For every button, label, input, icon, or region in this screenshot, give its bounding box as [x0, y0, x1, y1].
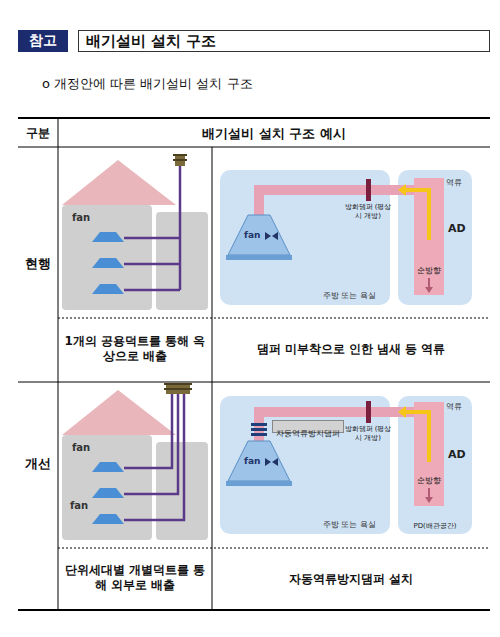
- damper-label-box: 자동역류방지댐퍼: [272, 420, 344, 433]
- duct-connector: [390, 185, 398, 195]
- label-text: fan: [244, 456, 260, 467]
- node-text: 주방 또는 욕실: [323, 290, 376, 301]
- label-text: 방화댐퍼 (평상시 개방): [343, 203, 393, 221]
- node-text: 자동역류방지댐퍼: [273, 428, 343, 439]
- shaft-region: AD PD(배관공간): [398, 396, 472, 534]
- label-text: 1개의 공용덕트를 통해 옥상으로 배출: [60, 334, 210, 364]
- node-text: 주방 또는 욕실: [323, 519, 376, 530]
- title-box: 배기설비 설치 구조: [78, 30, 490, 52]
- duct-connector: [390, 407, 398, 417]
- label-text: 단위세대별 개별덕트를 통해 외부로 배출: [60, 563, 210, 593]
- label-text: 구분: [18, 126, 58, 141]
- label-text: 역류: [446, 178, 462, 188]
- title-text: 배기설비 설치 구조: [86, 32, 216, 51]
- node-text: 참고: [29, 32, 57, 50]
- label-text: fan: [72, 442, 90, 455]
- label-text: fan: [70, 500, 88, 513]
- label-text: 순방향: [414, 266, 444, 276]
- label-text: fan: [72, 212, 90, 225]
- shaft-illustration: [398, 396, 472, 534]
- label-text: 댐퍼 미부착으로 인한 냄새 등 역류: [214, 342, 488, 357]
- label-text: o 개정안에 따른 배기설비 설치 구조: [42, 76, 482, 92]
- shaft-illustration: [398, 170, 472, 305]
- label-text: 현행: [18, 256, 58, 272]
- label-text: 개선: [18, 456, 58, 472]
- node-text: AD: [448, 222, 466, 235]
- label-text: 역류: [446, 402, 462, 412]
- label-text: 자동역류방지댐퍼 설치: [214, 572, 488, 587]
- label-text: 방화댐퍼 (평상시 개방): [343, 425, 393, 443]
- node-text: AD: [448, 448, 466, 461]
- label-text: fan: [244, 230, 260, 241]
- shaft-region: AD: [398, 170, 472, 305]
- label-text: 배기설비 설치 구조 예시: [58, 126, 490, 142]
- label-text: 순방향: [414, 476, 444, 486]
- reference-tag: 참고: [18, 30, 68, 52]
- node-text: PD(배관공간): [398, 521, 472, 531]
